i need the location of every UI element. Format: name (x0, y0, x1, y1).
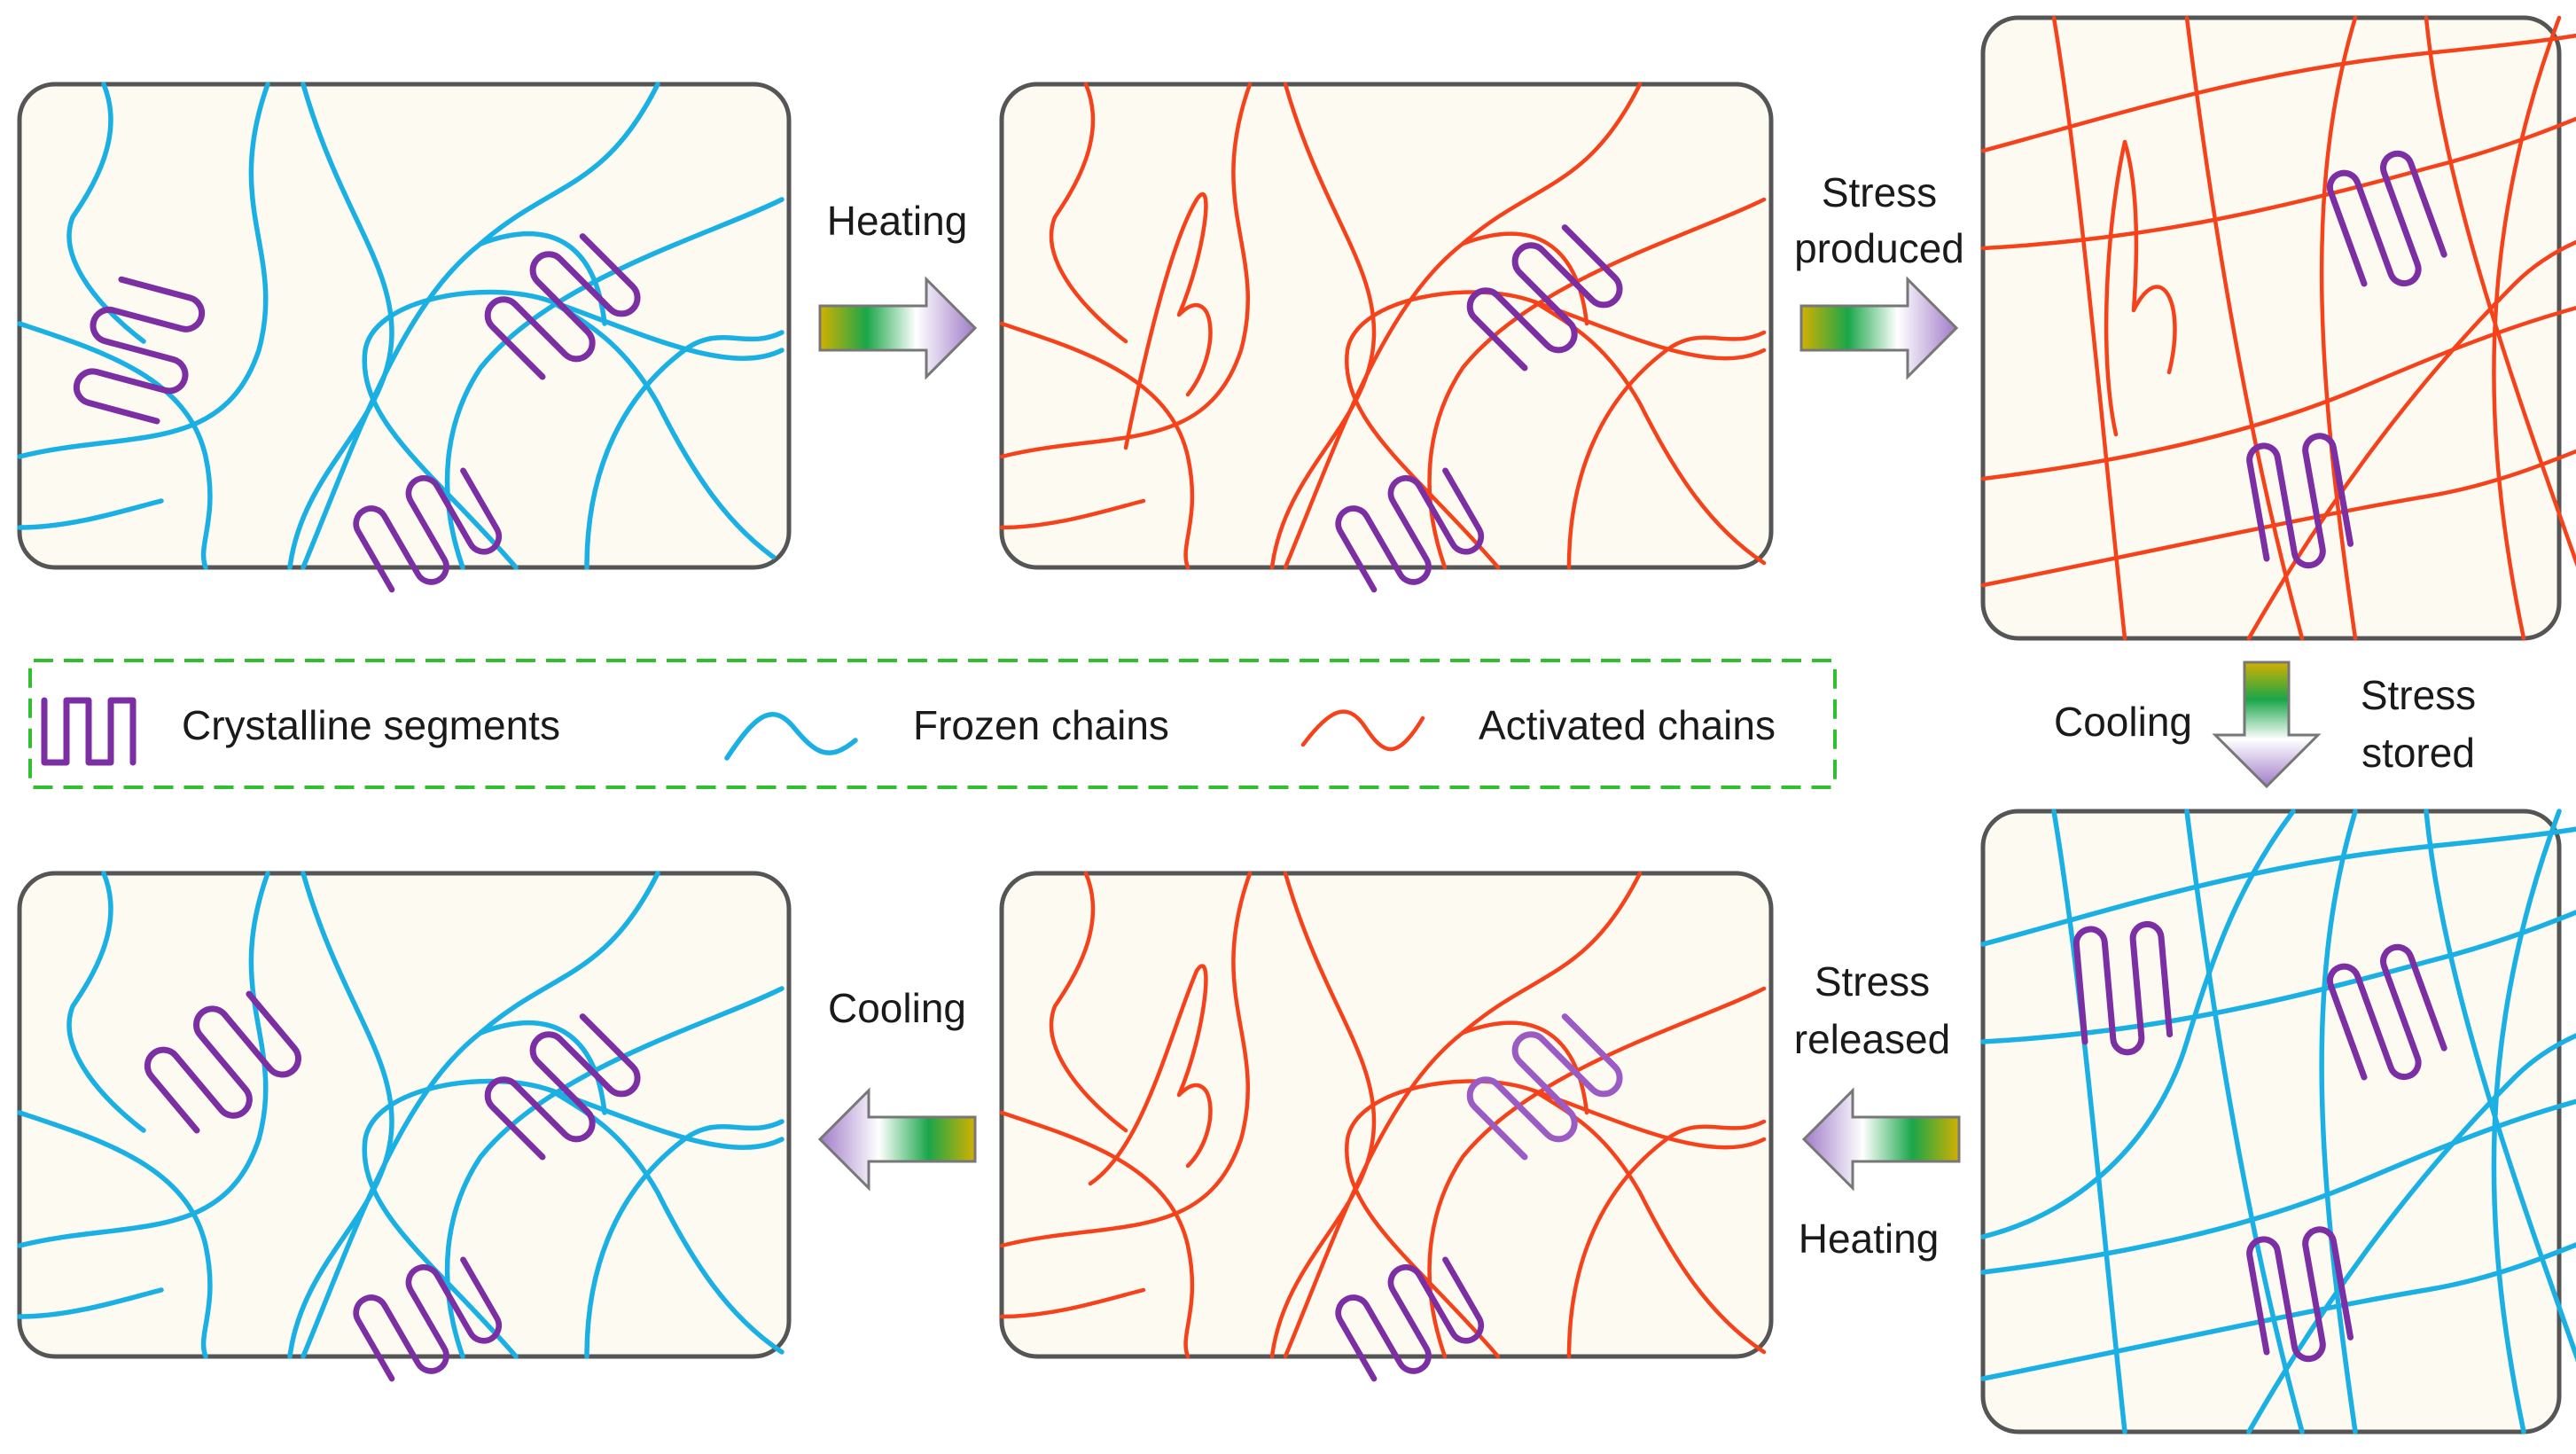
panel-initial-frame (17, 82, 792, 570)
arrow-heating (818, 276, 978, 380)
panel-heated (999, 82, 1774, 603)
legend-activated: Activated chains (1479, 702, 1776, 748)
label-stress-stored-2: stored (2361, 730, 2475, 776)
panel-recovered-hot-frame (999, 871, 1774, 1359)
arrow-down-icon (2212, 661, 2322, 789)
panel-recovered (17, 871, 792, 1392)
label-cooling-2: Cooling (828, 985, 966, 1031)
arrow-left-icon (1801, 1087, 1961, 1192)
frozen-chain-legend-icon (724, 712, 858, 761)
arrow-cooling-left (817, 1087, 977, 1192)
legend-frozen: Frozen chains (913, 702, 1169, 748)
frozen-chain (1980, 809, 2296, 1239)
label-stress-released-1: Stress (1815, 958, 1930, 1005)
activated-chain-legend-icon (1300, 709, 1425, 752)
arrow-left-icon (817, 1087, 977, 1192)
legend: Crystalline segments Frozen chains Activ… (28, 659, 1837, 789)
panel-initial (17, 82, 792, 603)
arrow-stress-produced (1799, 276, 1959, 380)
crystalline-legend-icon (41, 697, 137, 766)
legend-crystalline: Crystalline segments (182, 702, 560, 748)
label-cooling-1: Cooling (2054, 699, 2192, 745)
activated-chain-loop (1088, 964, 1213, 1186)
label-stress-produced-2: produced (1794, 225, 1964, 271)
label-heating: Heating (827, 198, 968, 244)
panel-recovered-hot (999, 871, 1774, 1392)
panel-recovered-frame (17, 871, 792, 1359)
activated-chain-loop (2104, 139, 2177, 437)
label-stress-produced-1: Stress (1822, 169, 1937, 215)
panel-deformed (1980, 15, 2576, 641)
panel-heated-frame (999, 82, 1774, 570)
arrow-cooling-down (2212, 661, 2322, 789)
activated-chain-loop (1123, 192, 1213, 450)
arrow-right-icon (818, 276, 978, 380)
arrow-stress-released (1801, 1087, 1961, 1192)
panel-fixed (1980, 809, 2576, 1432)
label-stress-released-2: released (1794, 1016, 1950, 1062)
arrow-right-icon (1799, 276, 1959, 380)
label-stress-stored-1: Stress (2361, 672, 2476, 718)
label-heating-2: Heating (1799, 1216, 1940, 1262)
